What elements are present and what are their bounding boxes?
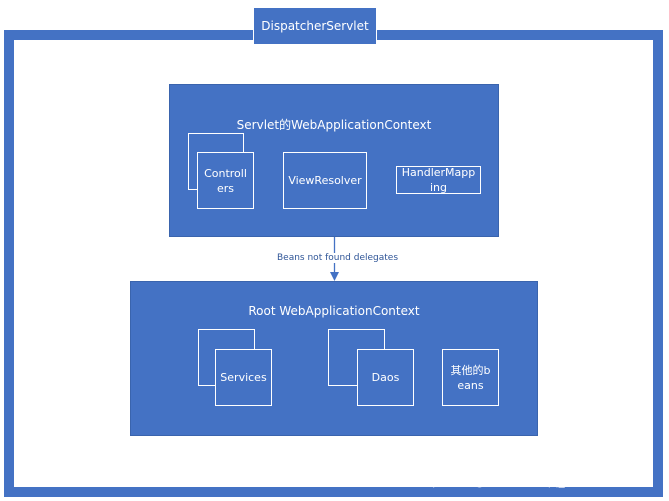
services-box: Services	[215, 349, 272, 406]
services-label: Services	[220, 371, 267, 384]
controllers-box: Controllers	[197, 152, 254, 209]
root-context-title: Root WebApplicationContext	[248, 304, 420, 318]
view-resolver-box: ViewResolver	[283, 152, 367, 209]
daos-label: Daos	[371, 371, 400, 384]
dispatcher-servlet-label: DispatcherServlet	[261, 19, 369, 33]
handler-mapping-label: HandlerMapping	[401, 166, 476, 194]
handler-mapping-box: HandlerMapping	[396, 166, 481, 194]
daos-box: Daos	[357, 349, 414, 406]
controllers-label: Controllers	[204, 166, 247, 195]
dispatcher-servlet-title: DispatcherServlet	[253, 7, 377, 45]
connector-label: Beans not found delegates	[276, 253, 400, 263]
servlet-context-panel: Servlet的WebApplicationContext Controller…	[169, 84, 499, 237]
watermark: https://blog.csdn.net/qq_23536449	[415, 474, 626, 488]
root-context-panel: Root WebApplicationContext Services Daos…	[130, 281, 538, 436]
view-resolver-label: ViewResolver	[288, 174, 362, 187]
other-beans-label: 其他的beans	[450, 363, 491, 392]
other-beans-box: 其他的beans	[442, 349, 499, 406]
servlet-context-title: Servlet的WebApplicationContext	[236, 118, 432, 132]
connector-arrowhead	[330, 272, 339, 281]
